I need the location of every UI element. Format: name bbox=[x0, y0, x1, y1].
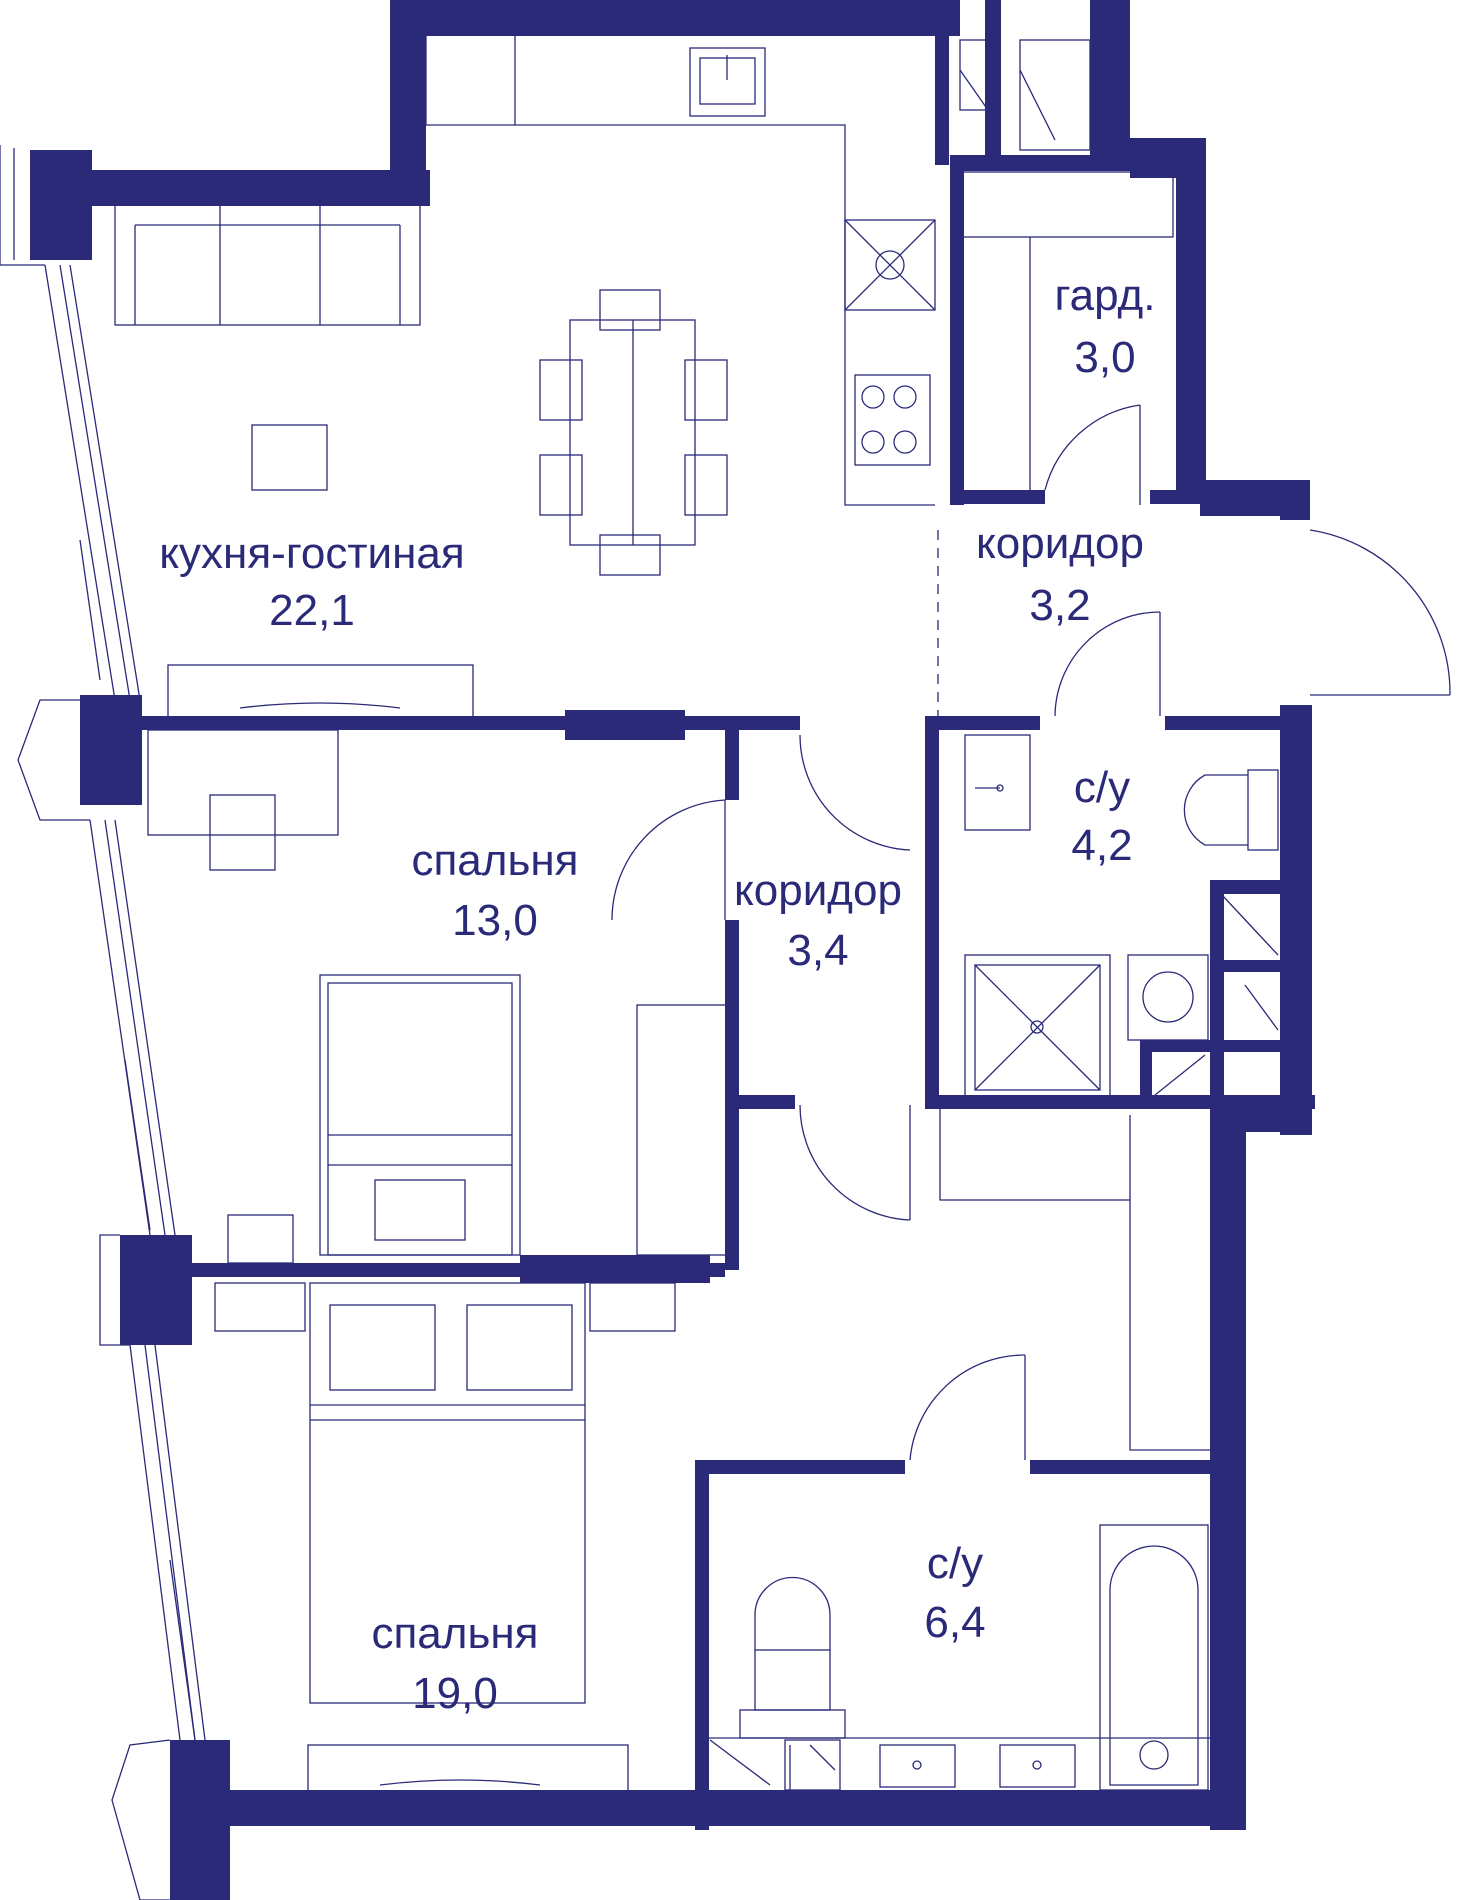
wardrobe-name: гард. bbox=[1055, 271, 1156, 320]
bedroom-2-area: 19,0 bbox=[412, 1669, 498, 1718]
bathroom-small-area: 4,2 bbox=[1071, 821, 1132, 870]
kitchen-living-area: 22,1 bbox=[269, 586, 355, 635]
bathroom-large-area: 6,4 bbox=[924, 1598, 985, 1647]
corridor-mid-area: 3,4 bbox=[787, 926, 848, 975]
bathroom-large-name: с/у bbox=[927, 1539, 983, 1588]
bathroom-small-name: с/у bbox=[1074, 763, 1130, 812]
kitchen-furniture bbox=[114, 36, 939, 721]
room-labels: кухня-гостиная 22,1 гард. 3,0 коридор 3,… bbox=[159, 271, 1155, 1718]
bedroom-1-name: спальня bbox=[411, 836, 578, 885]
bedroom-2-furniture bbox=[214, 1109, 1210, 1794]
bathroom-large-fixtures bbox=[709, 1524, 1210, 1791]
window-facade bbox=[0, 145, 206, 1900]
bedroom-1-furniture bbox=[147, 729, 911, 1264]
wardrobe-furniture bbox=[959, 39, 1451, 717]
corridor-top-name: коридор bbox=[976, 519, 1144, 568]
walls bbox=[30, 0, 1315, 1900]
wardrobe-area: 3,0 bbox=[1074, 333, 1135, 382]
corridor-top-area: 3,2 bbox=[1029, 581, 1090, 630]
bedroom-1-area: 13,0 bbox=[452, 896, 538, 945]
kitchen-living-name: кухня-гостиная bbox=[159, 529, 464, 578]
corridor-mid-name: коридор bbox=[734, 866, 902, 915]
bathroom-small-fixtures bbox=[964, 734, 1279, 1101]
bedroom-2-name: спальня bbox=[371, 1609, 538, 1658]
